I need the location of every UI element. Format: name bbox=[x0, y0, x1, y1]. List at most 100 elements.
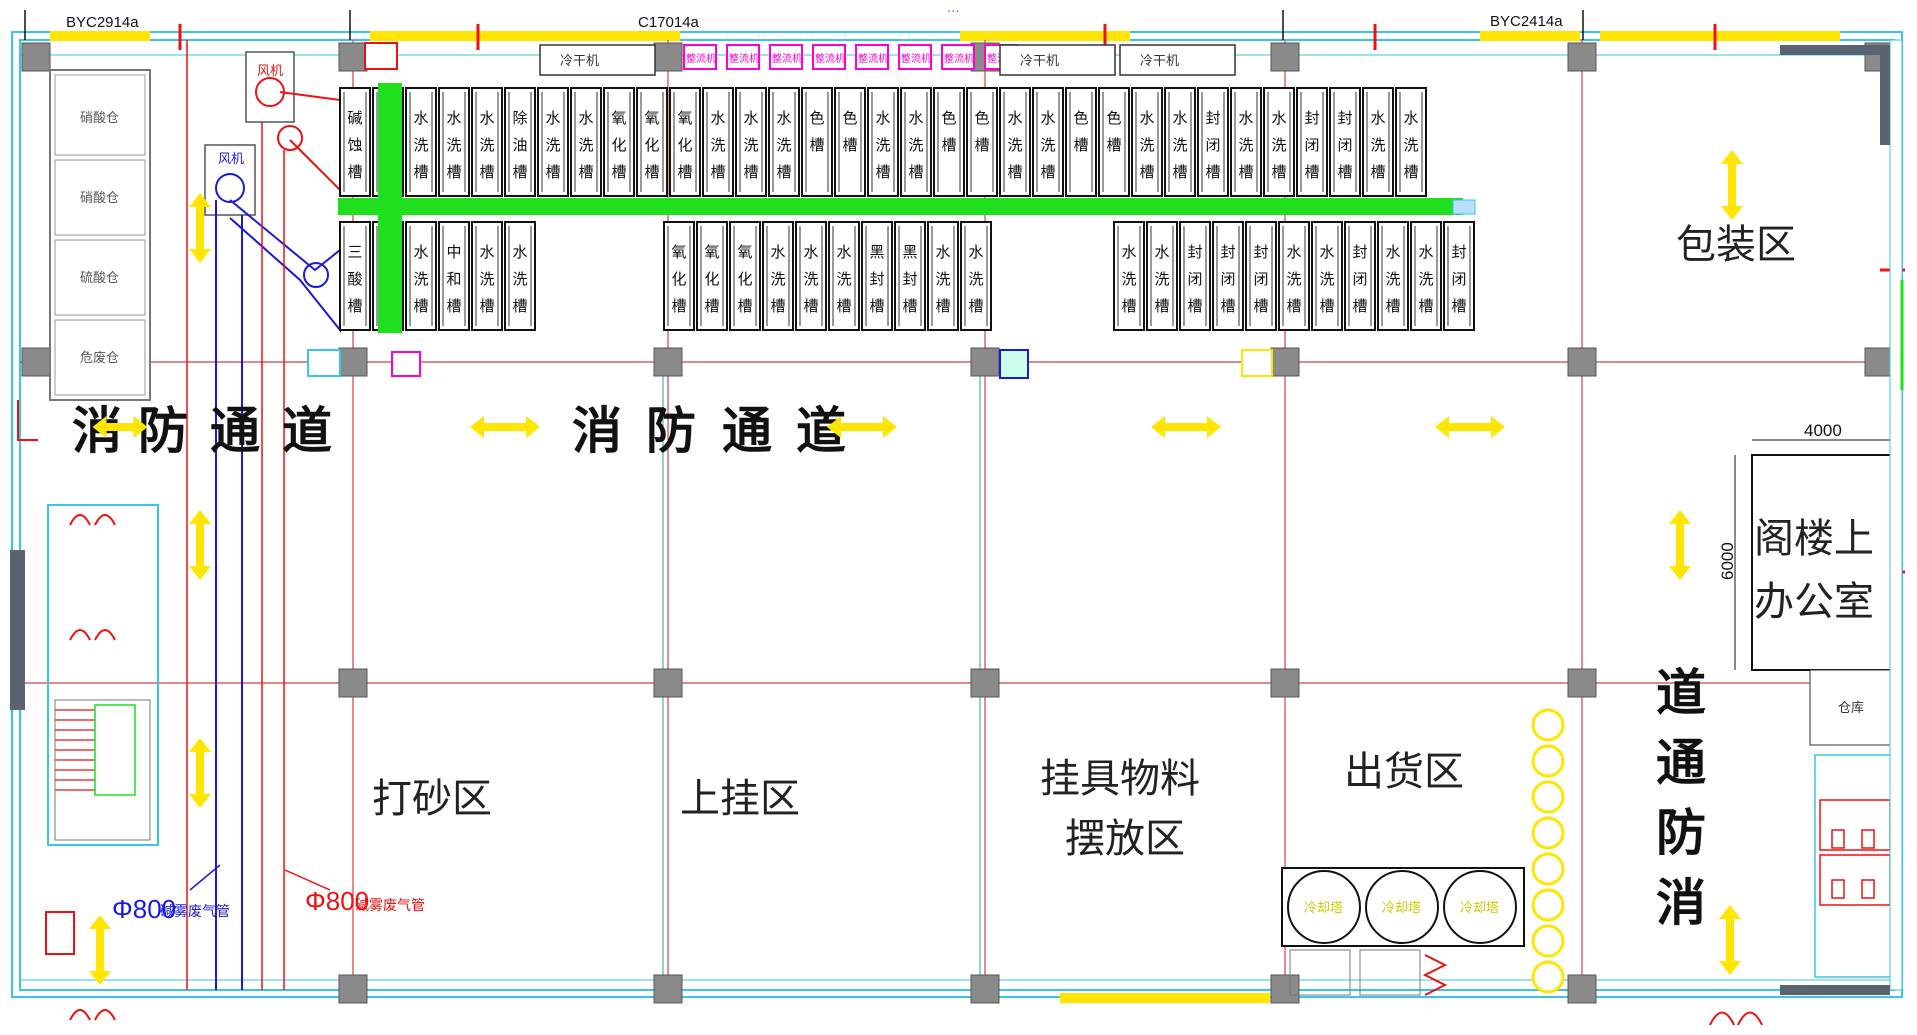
tank-label-char: 槽 bbox=[480, 163, 495, 181]
tank-label-char: 水 bbox=[804, 243, 819, 261]
cooling-tower-2: 冷却塔 bbox=[1382, 901, 1421, 916]
tank-label-char: 槽 bbox=[672, 297, 687, 315]
tank-bottom-mid: 氧化槽 bbox=[663, 221, 695, 331]
office-height: 6000 bbox=[1718, 542, 1737, 580]
tank-label-char: 水 bbox=[1371, 109, 1386, 127]
tank-label-char: 槽 bbox=[936, 297, 951, 315]
tank-top: 水洗槽 bbox=[735, 87, 767, 197]
tank-label-char: 洗 bbox=[969, 270, 984, 288]
fire-lane-horizontal-2: 消 防 通 道 bbox=[572, 402, 846, 460]
tank-label-char: 色 bbox=[975, 109, 990, 127]
tank-label-char: 封 bbox=[1338, 109, 1353, 127]
tank-label-char: 封 bbox=[1452, 243, 1467, 261]
tank-label-char: 水 bbox=[1287, 243, 1302, 261]
yellow-coil bbox=[1531, 744, 1565, 778]
tank-bottom-mid: 水洗槽 bbox=[795, 221, 827, 331]
tank-bottom-right: 封闭槽 bbox=[1212, 221, 1244, 331]
tank-top: 水洗槽 bbox=[867, 87, 899, 197]
tank-label-char: 槽 bbox=[1239, 163, 1254, 181]
tank-bottom-right: 水洗槽 bbox=[1278, 221, 1310, 331]
tank-top: 水洗槽 bbox=[1131, 87, 1163, 197]
tank-label-char: 色 bbox=[1074, 109, 1089, 127]
tank-label-char: 水 bbox=[1041, 109, 1056, 127]
tank-bottom-right: 水洗槽 bbox=[1146, 221, 1178, 331]
tank-label-char: 槽 bbox=[1320, 297, 1335, 315]
tank-label-char: 槽 bbox=[1107, 136, 1122, 154]
tank-label-char: 水 bbox=[579, 109, 594, 127]
rectifier-label: 整流机 bbox=[686, 52, 716, 65]
zone-shipping: 出货区 bbox=[1344, 749, 1464, 795]
right-wall-features bbox=[10, 39, 1904, 995]
tank-label-char: 水 bbox=[711, 109, 726, 127]
tank-label-char: 水 bbox=[1173, 109, 1188, 127]
tank-label-char: 槽 bbox=[777, 163, 792, 181]
tank-label-char: 封 bbox=[1254, 243, 1269, 261]
cooling-tower-1: 冷却塔 bbox=[1304, 901, 1343, 916]
tank-label-char: 洗 bbox=[546, 136, 561, 154]
zone-packing: 包装区 bbox=[1676, 222, 1796, 268]
rectifier: 整流机 bbox=[726, 44, 760, 70]
tank-label-char: 槽 bbox=[1305, 163, 1320, 181]
zone-fixture-line1: 挂具物料 bbox=[1040, 756, 1200, 802]
zone-fixture-line2: 摆放区 bbox=[1065, 816, 1185, 862]
window-label-left: BYC2914a bbox=[66, 14, 139, 31]
tank-bottom-mid: 水洗槽 bbox=[762, 221, 794, 331]
restroom bbox=[1814, 754, 1894, 978]
yellow-coil bbox=[1531, 816, 1565, 850]
storage-label: 仓库 bbox=[1838, 700, 1864, 716]
double-arrow-vertical bbox=[1721, 150, 1743, 220]
tank-top: 水洗槽 bbox=[900, 87, 932, 197]
duct-label-blue-suffix: 碱雾废气管 bbox=[160, 904, 230, 920]
tank-label-char: 槽 bbox=[843, 136, 858, 154]
tank-label-char: 色 bbox=[942, 109, 957, 127]
rectifier: 整流机 bbox=[941, 44, 975, 70]
line-components bbox=[307, 349, 1273, 379]
equipment-label-1: 冷干机 bbox=[560, 54, 599, 69]
yellow-coil-column bbox=[1531, 708, 1565, 994]
tank-label-char: 槽 bbox=[1287, 297, 1302, 315]
tank-label-char: 封 bbox=[1305, 109, 1320, 127]
tank-label-char: 槽 bbox=[1155, 297, 1170, 315]
fire-lane-char: 消 bbox=[1656, 874, 1706, 932]
tank-top: 色槽 bbox=[834, 87, 866, 197]
double-arrow-vertical bbox=[189, 193, 211, 263]
tank-label-char: 洗 bbox=[876, 136, 891, 154]
tank-top: 水洗槽 bbox=[768, 87, 800, 197]
tank-label-char: 油 bbox=[513, 136, 528, 154]
fire-lane-char: 通 bbox=[1656, 734, 1706, 792]
tank-label-char: 闭 bbox=[1188, 270, 1203, 288]
tank-top: 水洗槽 bbox=[1395, 87, 1427, 197]
tank-label-char: 洗 bbox=[1140, 136, 1155, 154]
tank-label-char: 槽 bbox=[447, 297, 462, 315]
tank-bottom-mid: 水洗槽 bbox=[828, 221, 860, 331]
tank-label-char: 氧 bbox=[612, 109, 627, 127]
tank-label-char: 槽 bbox=[645, 163, 660, 181]
window-bars bbox=[50, 31, 1840, 1003]
tank-bottom-right: 封闭槽 bbox=[1245, 221, 1277, 331]
fire-lane-char: 道 bbox=[1656, 664, 1706, 722]
yellow-coil bbox=[1531, 780, 1565, 814]
tank-top: 氧化槽 bbox=[636, 87, 668, 197]
rectifier: 整流机 bbox=[769, 44, 803, 70]
tank-top: 水洗槽 bbox=[1164, 87, 1196, 197]
tank-label-char: 槽 bbox=[738, 297, 753, 315]
tank-label-char: 槽 bbox=[1371, 163, 1386, 181]
tank-label-char: 水 bbox=[876, 109, 891, 127]
rectifier-label: 整流机 bbox=[858, 52, 888, 65]
tank-top: 色槽 bbox=[1098, 87, 1130, 197]
tank-label-char: 碱 bbox=[348, 109, 363, 127]
tank-label-char: 槽 bbox=[870, 297, 885, 315]
tank-top: 除油槽 bbox=[504, 87, 536, 197]
tank-label-char: 水 bbox=[771, 243, 786, 261]
stairwell bbox=[17, 400, 1763, 1026]
double-arrow-vertical bbox=[189, 510, 211, 580]
tank-label-char: 洗 bbox=[837, 270, 852, 288]
columns bbox=[21, 42, 1894, 1004]
tank-label-char: 洗 bbox=[480, 270, 495, 288]
rectifier: 整流机 bbox=[812, 44, 846, 70]
tank-label-char: 槽 bbox=[546, 163, 561, 181]
tank-top: 色槽 bbox=[966, 87, 998, 197]
tank-bottom-right: 水洗槽 bbox=[1410, 221, 1442, 331]
rectifier-label: 整流机 bbox=[729, 52, 759, 65]
tank-label-char: 水 bbox=[480, 109, 495, 127]
